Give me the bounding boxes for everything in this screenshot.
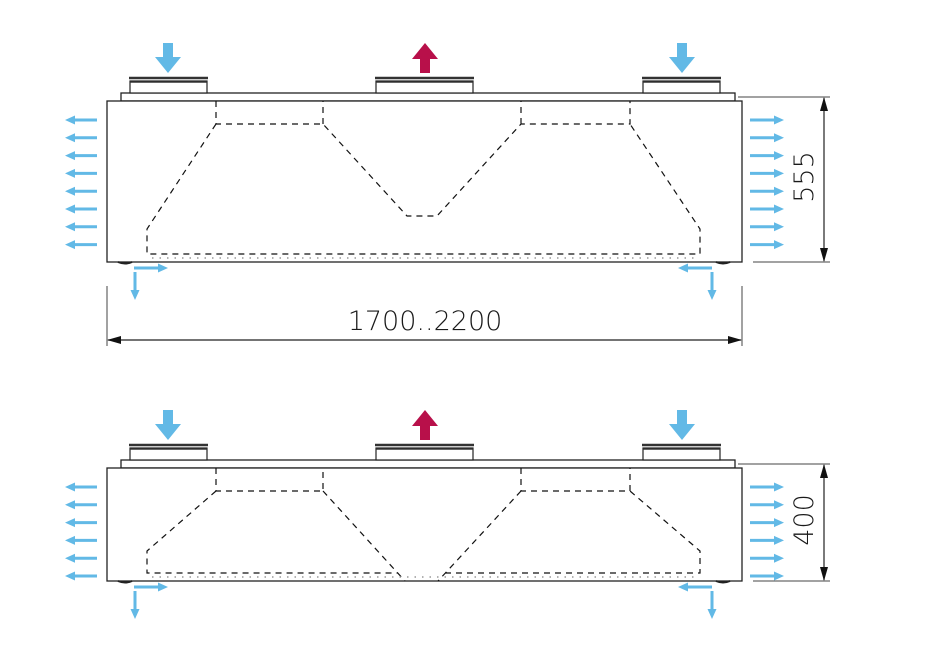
height-dimension-label-555: 555 bbox=[789, 151, 820, 203]
bottom-arrow-left-icon bbox=[678, 263, 712, 273]
bottom-arrow-right-icon bbox=[134, 263, 168, 273]
collar-body bbox=[129, 447, 208, 461]
side-outflow-arrow-right-icon bbox=[750, 518, 784, 528]
foot-right bbox=[715, 261, 731, 265]
height-dimension-label-400: 400 bbox=[789, 494, 820, 546]
side-outflow-arrow-left-icon bbox=[65, 133, 97, 143]
inlet-collar-left bbox=[129, 76, 208, 94]
collar-body bbox=[375, 80, 474, 94]
inlet-collar-right bbox=[642, 76, 721, 94]
side-outflow-arrow-left-icon bbox=[65, 571, 97, 581]
inlet-collar-left bbox=[129, 443, 208, 461]
bottom-arrow-down-icon bbox=[707, 272, 717, 300]
side-outflow-arrow-left-icon bbox=[65, 115, 97, 125]
side-outflow-arrow-left-icon bbox=[65, 222, 97, 232]
exhaust-collar-center bbox=[375, 76, 474, 94]
side-outflow-arrow-right-icon bbox=[750, 535, 784, 545]
width-dimension-label: 1700..2200 bbox=[348, 306, 503, 337]
bottom-arrow-left-icon bbox=[678, 582, 712, 592]
side-outflow-arrow-right-icon bbox=[750, 168, 784, 178]
collar-body bbox=[642, 80, 721, 94]
inlet-collar-right bbox=[642, 443, 721, 461]
side-outflow-arrow-right-icon bbox=[750, 571, 784, 581]
side-outflow-arrow-right-icon bbox=[750, 222, 784, 232]
supply-air-arrow-down-icon bbox=[669, 43, 695, 73]
internal-airflow-path bbox=[146, 468, 701, 582]
exhaust-air-arrow-up-icon bbox=[412, 43, 438, 73]
side-outflow-arrow-left-icon bbox=[65, 204, 97, 214]
supply-air-arrow-down-icon bbox=[155, 43, 181, 73]
side-outflow-arrow-left-icon bbox=[65, 500, 97, 510]
side-outflow-arrow-right-icon bbox=[750, 204, 784, 214]
foot-left bbox=[117, 580, 133, 584]
top-plate bbox=[120, 92, 736, 102]
collar-body bbox=[129, 80, 208, 94]
side-outflow-arrow-left-icon bbox=[65, 240, 97, 250]
supply-air-arrow-down-icon bbox=[155, 410, 181, 440]
side-outflow-arrow-right-icon bbox=[750, 553, 784, 563]
side-outflow-arrow-left-icon bbox=[65, 535, 97, 545]
side-outflow-arrow-left-icon bbox=[65, 482, 97, 492]
collar-body bbox=[375, 447, 474, 461]
side-outflow-arrow-left-icon bbox=[65, 168, 97, 178]
side-outflow-arrow-left-icon bbox=[65, 186, 97, 196]
side-outflow-arrow-right-icon bbox=[750, 186, 784, 196]
side-outflow-arrow-left-icon bbox=[65, 553, 97, 563]
bottom-arrow-down-icon bbox=[130, 591, 140, 619]
side-outflow-arrow-right-icon bbox=[750, 482, 784, 492]
internal-airflow-path bbox=[146, 101, 701, 255]
side-outflow-arrow-right-icon bbox=[750, 115, 784, 125]
foot-left bbox=[117, 261, 133, 265]
side-outflow-arrow-right-icon bbox=[750, 151, 784, 161]
exhaust-air-arrow-up-icon bbox=[412, 410, 438, 440]
side-outflow-arrow-right-icon bbox=[750, 500, 784, 510]
foot-right bbox=[715, 580, 731, 584]
collar-body bbox=[642, 447, 721, 461]
exhaust-collar-center bbox=[375, 443, 474, 461]
side-outflow-arrow-left-icon bbox=[65, 151, 97, 161]
bottom-arrow-down-icon bbox=[130, 272, 140, 300]
supply-air-arrow-down-icon bbox=[669, 410, 695, 440]
unit-view-555 bbox=[65, 43, 830, 346]
unit-housing bbox=[106, 467, 743, 582]
side-outflow-arrow-left-icon bbox=[65, 518, 97, 528]
side-outflow-arrow-right-icon bbox=[750, 133, 784, 143]
side-outflow-arrow-right-icon bbox=[750, 240, 784, 250]
bottom-arrow-right-icon bbox=[134, 582, 168, 592]
top-plate bbox=[120, 459, 736, 469]
bottom-arrow-down-icon bbox=[707, 591, 717, 619]
unit-housing bbox=[106, 100, 743, 263]
unit-view-400 bbox=[65, 410, 830, 619]
